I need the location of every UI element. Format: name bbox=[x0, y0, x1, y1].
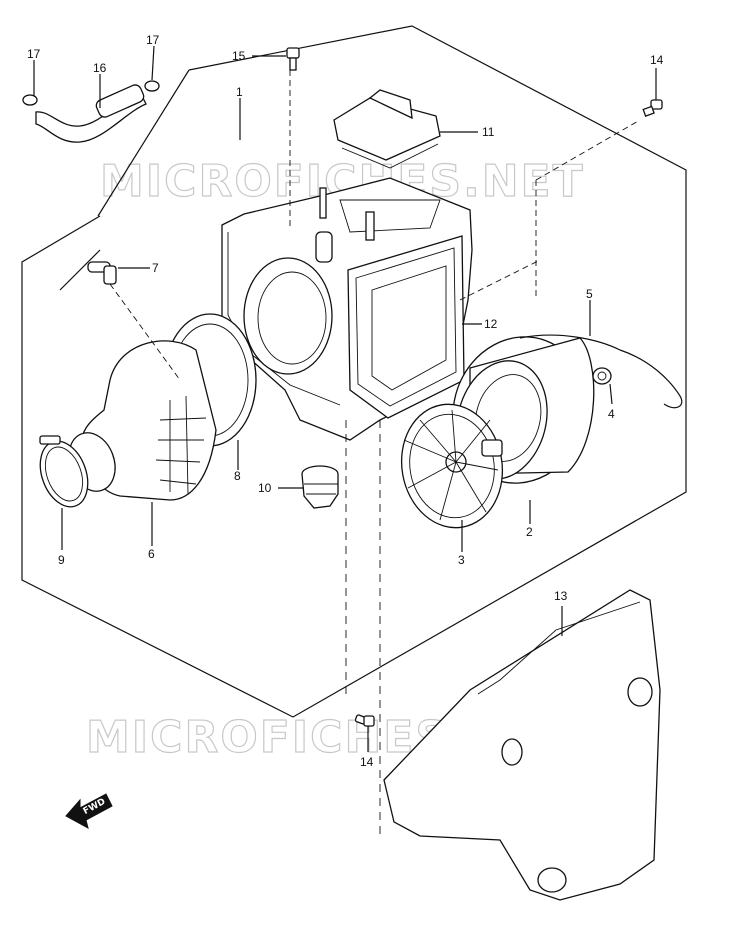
boundary-dash-1 bbox=[97, 69, 190, 217]
callout-17-right: 17 bbox=[146, 33, 160, 47]
callout-10: 10 bbox=[258, 481, 272, 495]
hose-16 bbox=[35, 84, 147, 143]
clamp-17-left bbox=[22, 94, 38, 106]
callout-1: 1 bbox=[236, 85, 243, 99]
bolt-14-lower bbox=[354, 714, 375, 727]
callout-8: 8 bbox=[234, 469, 241, 483]
clamp-9 bbox=[39, 435, 89, 508]
callout-14-lower: 14 bbox=[360, 755, 374, 769]
duct-11 bbox=[333, 89, 441, 169]
frame-cover-13 bbox=[383, 589, 661, 901]
callout-4: 4 bbox=[608, 407, 615, 421]
callout-16: 16 bbox=[93, 61, 107, 75]
boundary-dash-2 bbox=[59, 249, 101, 291]
callout-5: 5 bbox=[586, 287, 593, 301]
element-cage-3 bbox=[400, 403, 504, 529]
callout-11: 11 bbox=[482, 125, 495, 139]
drain-plug-10 bbox=[301, 465, 339, 509]
assembly-boundary bbox=[21, 25, 687, 718]
callout-9: 9 bbox=[58, 553, 65, 567]
callout-2: 2 bbox=[526, 525, 533, 539]
callout-3: 3 bbox=[458, 553, 465, 567]
spring-5 bbox=[519, 334, 683, 409]
fwd-arrow: FWD bbox=[65, 793, 113, 829]
bolt-14-upper bbox=[642, 99, 663, 117]
frame-12 bbox=[347, 235, 465, 419]
leader-lines bbox=[33, 45, 657, 840]
clamp-17-right bbox=[144, 80, 160, 92]
callout-6: 6 bbox=[148, 547, 155, 561]
element-2 bbox=[452, 336, 595, 484]
callout-7: 7 bbox=[152, 261, 159, 275]
callout-12: 12 bbox=[484, 317, 498, 331]
callout-17-left: 17 bbox=[27, 47, 41, 61]
callout-14-upper: 14 bbox=[650, 53, 664, 67]
joint-7 bbox=[87, 261, 117, 285]
callout-13: 13 bbox=[554, 589, 568, 603]
grommet-4 bbox=[592, 367, 612, 385]
bolt-15 bbox=[286, 47, 300, 71]
callout-15: 15 bbox=[232, 49, 246, 63]
